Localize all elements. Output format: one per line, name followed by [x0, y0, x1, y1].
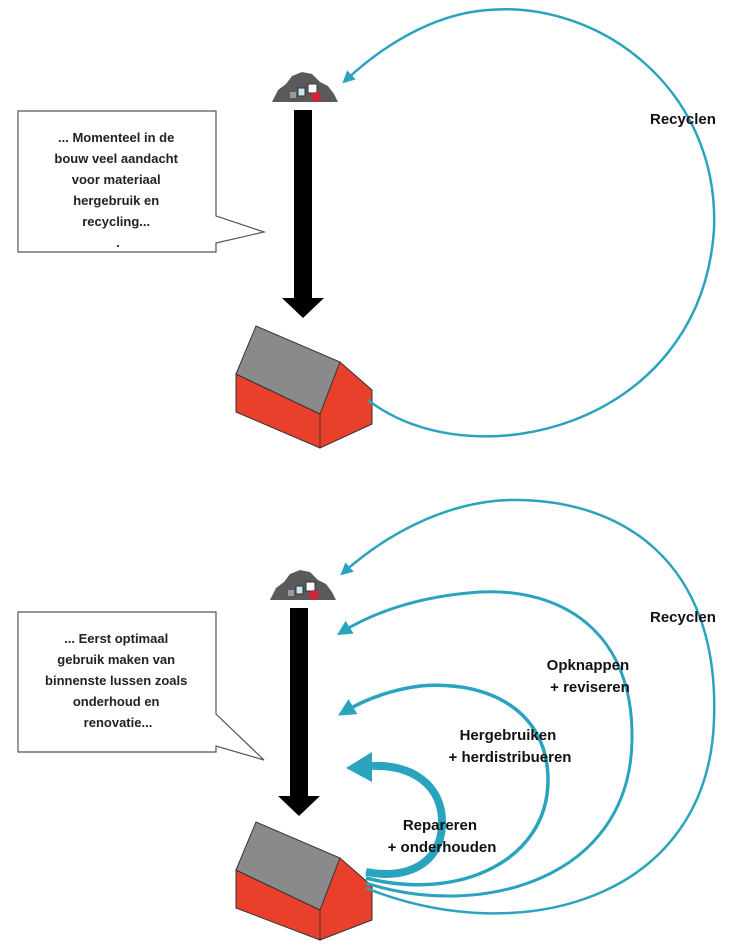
loop-repareren	[365, 761, 447, 878]
svg-text:... Eerst optimaal geb: ... Eerst optimaal gebruik maken van bin…	[45, 631, 191, 730]
loop-opknappen	[336, 590, 634, 898]
bubble-line: ... Eerst optimaal	[64, 631, 168, 646]
loop-label-recyclen: Recyclen	[650, 609, 716, 626]
bubble-line: bouw veel aandacht	[54, 151, 178, 166]
loop-label-repareren: Repareren + onderhouden	[388, 817, 497, 856]
loop-hergebruiken	[337, 683, 550, 887]
bubble-line: binnenste lussen zoals	[45, 673, 187, 688]
repareren-arrowhead	[346, 752, 372, 782]
downward-arrow	[278, 608, 320, 816]
top-panel: ... Momenteel in de bouw veel aandacht v…	[17, 7, 716, 449]
loop-label-recyclen: Recyclen	[650, 111, 716, 128]
bubble-line: onderhoud en	[73, 694, 160, 709]
downward-arrow	[282, 110, 324, 318]
bubble-line: recycling...	[82, 214, 150, 229]
bubble-line: ... Momenteel in de	[58, 130, 174, 145]
speech-bubble: ... Eerst optimaal gebruik maken van bin…	[17, 611, 265, 761]
bottom-panel: ... Eerst optimaal gebruik maken van bin…	[17, 498, 716, 941]
rubble-pile-icon	[272, 72, 338, 102]
loop-recyclen	[340, 498, 716, 915]
bubble-line: .	[116, 235, 120, 250]
rubble-pile-icon	[270, 570, 336, 600]
bubble-line: voor materiaal	[72, 172, 161, 187]
svg-text:... Momenteel in de bo: ... Momenteel in de bouw veel aandacht v…	[54, 130, 181, 250]
house-icon	[235, 325, 373, 449]
recycle-loop	[342, 7, 716, 438]
loop-label-opknappen: Opknappen + reviseren	[547, 657, 634, 696]
loop-label-hergebruiken: Hergebruiken + herdistribueren	[449, 727, 572, 766]
bubble-line: hergebruik en	[73, 193, 159, 208]
bubble-line: renovatie...	[84, 715, 153, 730]
house-icon	[235, 821, 373, 941]
bubble-line: gebruik maken van	[57, 652, 175, 667]
speech-bubble: ... Momenteel in de bouw veel aandacht v…	[17, 110, 267, 253]
